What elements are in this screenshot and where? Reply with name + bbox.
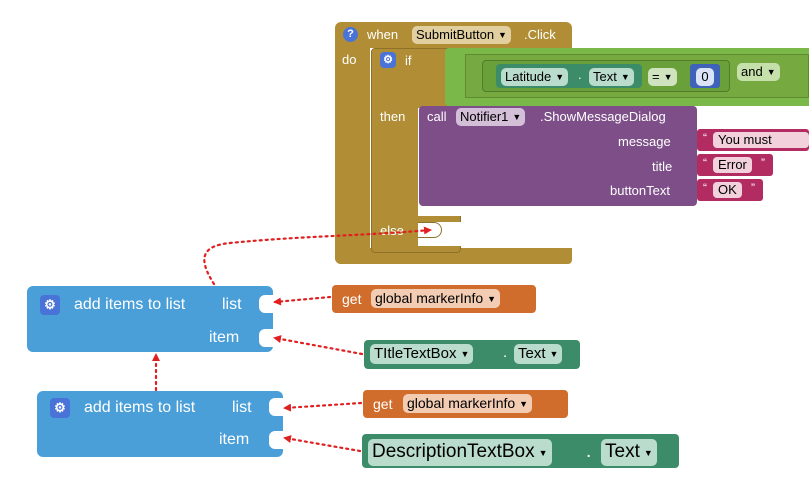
get-label-1: get [342,291,362,307]
open-quote-icon: “ [703,131,707,145]
item-label-2: item [219,431,250,448]
item-label-1: item [209,329,240,346]
chevron-down-icon: ▼ [519,399,529,409]
mutator-gear-icon[interactable]: ⚙ [50,398,70,418]
latitude-property-text: Text [593,69,617,84]
variable-dropdown-1[interactable]: global markerInfo▼ [371,289,501,308]
else-socket-notch [418,222,442,238]
ok-string-value[interactable]: OK [713,182,742,198]
variable-dropdown-2[interactable]: global markerInfo▼ [403,394,533,413]
ok-string-block[interactable]: “ OK ” [697,179,763,201]
descriptiontextbox-property-dropdown[interactable]: Text▼ [601,439,657,466]
if-label: if [405,53,412,68]
event-left-spine [335,48,370,258]
latitude-dropdown[interactable]: Latitude▼ [501,68,569,86]
titletextbox-dropdown-text: TItleTextBox [374,345,457,362]
message-string-block[interactable]: “ You must [697,129,809,151]
chevron-down-icon: ▼ [487,294,497,304]
add-items-to-list-block-1[interactable] [27,286,273,352]
buttontext-arg-label: buttonText [610,183,670,198]
close-quote-icon: ” [751,181,755,195]
chevron-down-icon: ▼ [643,448,653,458]
call-label: call [427,109,447,124]
then-label: then [380,109,406,124]
add-items-label-2: add items to list [84,399,196,416]
descriptiontextbox-dropdown-text: DescriptionTextBox [372,441,535,462]
item-input-notch-2 [269,431,283,449]
notifier1-dropdown-text: Notifier1 [460,109,509,124]
chevron-down-icon: ▼ [512,112,522,122]
chevron-down-icon: ▼ [555,72,565,82]
chevron-down-icon: ▼ [460,349,470,359]
latitude-dot: . [578,67,582,82]
descriptiontextbox-dot: . [586,441,592,462]
message-arg-label: message [618,134,671,149]
open-quote-icon: “ [703,181,707,195]
titletextbox-dot: . [503,344,508,361]
list-label-2: list [232,399,252,416]
message-string-value[interactable]: You must [713,132,809,148]
title-string-value[interactable]: Error [713,157,752,173]
click-event-label: .Click [524,27,556,42]
submitbutton-dropdown-text: SubmitButton [416,27,495,42]
add-items-to-list-block-2[interactable] [37,391,283,457]
help-icon[interactable]: ? [343,27,358,42]
descriptiontextbox-property-text: Text [605,441,640,462]
mutator-gear-icon[interactable]: ⚙ [380,52,396,68]
chevron-down-icon: ▼ [538,448,548,458]
connector-title-to-item1 [273,335,364,356]
variable-dropdown-text-1: global markerInfo [375,290,484,306]
descriptiontextbox-dropdown[interactable]: DescriptionTextBox▼ [368,439,552,466]
chevron-down-icon: ▼ [498,30,507,40]
close-quote-icon: ” [761,156,765,170]
else-label: else [380,223,404,238]
title-arg-label: title [652,159,673,174]
and-dropdown[interactable]: and▼ [737,63,780,81]
when-label: when [367,27,399,42]
open-quote-icon: “ [703,156,707,170]
get-label-2: get [373,396,393,412]
chevron-down-icon: ▼ [620,72,630,82]
item-input-notch-1 [259,329,273,347]
showmessagedialog-label: .ShowMessageDialog [540,109,666,124]
operator-dropdown-text: = [652,69,660,84]
latitude-dropdown-text: Latitude [505,69,552,84]
list-label-1: list [222,296,242,313]
title-string-block[interactable]: “ Error ” [697,154,773,176]
list-input-notch-1 [259,295,273,313]
variable-dropdown-text-2: global markerInfo [407,395,516,411]
and-dropdown-text: and [741,64,763,79]
chevron-down-icon: ▼ [766,67,776,77]
titletextbox-property-text: Text [518,345,546,362]
connector-get1-to-list1 [273,295,332,306]
operator-dropdown[interactable]: =▼ [648,68,677,86]
submitbutton-dropdown[interactable]: SubmitButton▼ [412,26,511,44]
titletextbox-property-dropdown[interactable]: Text▼ [514,344,563,364]
notifier1-dropdown[interactable]: Notifier1▼ [456,108,526,126]
number-value-field[interactable]: 0 [696,68,714,86]
mutator-gear-icon[interactable]: ⚙ [40,295,60,315]
latitude-property-dropdown[interactable]: Text▼ [589,68,634,86]
list-input-notch-2 [269,398,283,416]
do-label: do [342,52,357,67]
chevron-down-icon: ▼ [663,72,673,82]
titletextbox-dropdown[interactable]: TItleTextBox▼ [370,344,474,364]
add-items-label-1: add items to list [74,296,186,313]
chevron-down-icon: ▼ [549,349,559,359]
connector-description-to-item2 [283,435,362,453]
connector-get2-to-list2 [283,401,363,412]
